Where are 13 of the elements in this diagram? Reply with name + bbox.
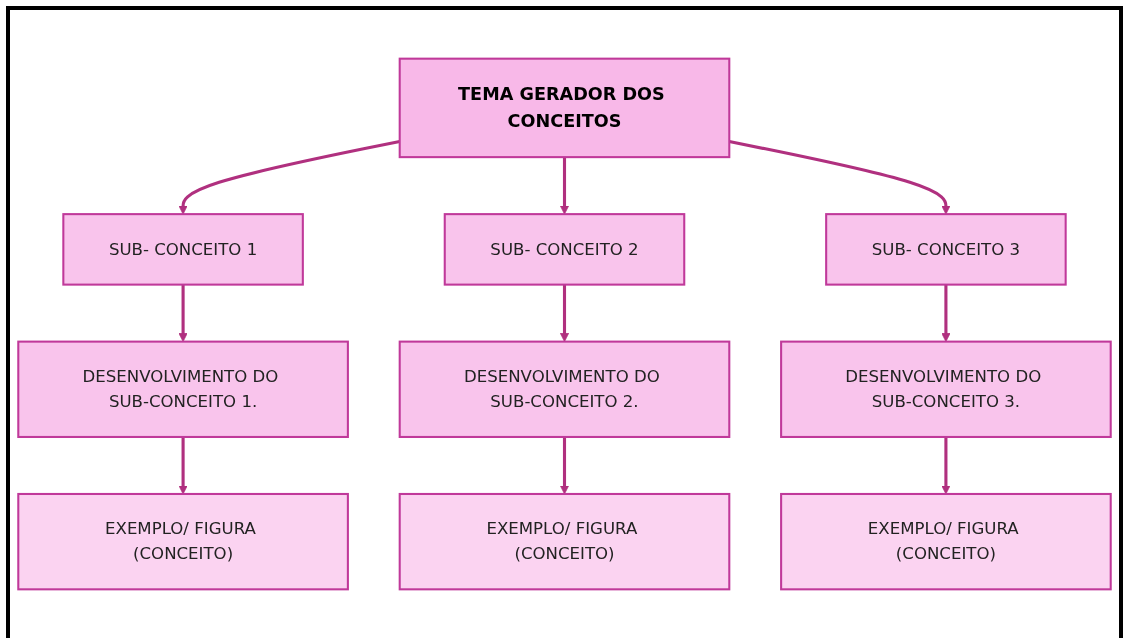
arrow bbox=[559, 157, 570, 215]
node-box: TEMA GERADOR DOS CONCEITOS bbox=[398, 57, 731, 159]
node-box: EXEMPLO/ FIGURA (CONCEITO) bbox=[780, 492, 1112, 591]
node-box: EXEMPLO/ FIGURA (CONCEITO) bbox=[398, 492, 731, 591]
node-box: EXEMPLO/ FIGURA (CONCEITO) bbox=[17, 492, 349, 591]
node-box: DESENVOLVIMENTO DO SUB-CONCEITO 1. bbox=[17, 340, 349, 438]
node-box: DESENVOLVIMENTO DO SUB-CONCEITO 2. bbox=[398, 340, 731, 438]
node-box: SUB- CONCEITO 2 bbox=[443, 213, 686, 286]
node-box: SUB- CONCEITO 3 bbox=[825, 213, 1067, 286]
arrow bbox=[178, 139, 400, 215]
node-box: SUB- CONCEITO 1 bbox=[62, 213, 304, 286]
arrow bbox=[729, 139, 951, 215]
node-box: DESENVOLVIMENTO DO SUB-CONCEITO 3. bbox=[780, 340, 1112, 438]
